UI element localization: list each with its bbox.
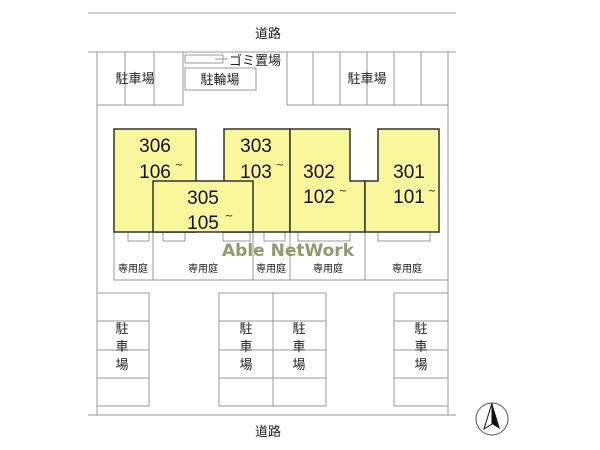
unit-number: 301 <box>393 162 425 183</box>
parking-label-char: 駐 <box>292 322 305 337</box>
garden-label: 専用庭 <box>118 262 148 275</box>
garden-label: 専用庭 <box>392 262 422 275</box>
parking-label-char: 場 <box>239 358 252 373</box>
parking-label-char: 車 <box>115 340 128 355</box>
private-gardens: 専用庭 専用庭 専用庭 専用庭 専用庭 <box>113 232 448 281</box>
range-mark: ~ <box>225 211 233 222</box>
unit-number: 303 <box>240 136 272 157</box>
range-mark: ~ <box>428 186 436 197</box>
parking-label-char: 車 <box>292 340 305 355</box>
garden-label: 専用庭 <box>256 262 286 275</box>
garbage-label: ゴミ置場 <box>229 53 281 69</box>
parking-label-char: 車 <box>414 340 427 355</box>
parking-label-char: 駐 <box>414 322 427 337</box>
parking-bottom-labels: 駐 車 場 駐 車 場 駐 車 場 駐 車 場 <box>115 322 427 373</box>
unit-305-105[interactable] <box>152 180 254 233</box>
parking-bottom-right <box>393 292 448 407</box>
parking-label-char: 駐 <box>239 322 252 337</box>
unit-number: 306 <box>139 136 171 157</box>
unit-number: 305 <box>187 188 219 209</box>
parking-bottom-middle <box>218 292 327 407</box>
bicycle-parking <box>184 67 257 91</box>
garden-label: 専用庭 <box>313 262 343 275</box>
unit-number: 302 <box>303 162 335 183</box>
parking-bottom-left <box>97 292 150 407</box>
unit-number: 101 <box>393 187 425 208</box>
parking-label-char: 場 <box>115 358 128 373</box>
unit-labels: 306 106 303 103 305 105 302 102 301 101 … <box>139 136 436 234</box>
parking-label-char: 車 <box>239 340 252 355</box>
parking-label-char: 駐 <box>115 322 128 337</box>
range-mark: ~ <box>276 160 284 171</box>
north-arrow-icon <box>475 402 509 436</box>
parking-top-left: 駐車場 <box>97 52 184 106</box>
parking-label-char: 場 <box>292 358 305 373</box>
parking-label: 駐車場 <box>347 72 386 87</box>
unit-number: 103 <box>240 162 272 183</box>
garden-label: 専用庭 <box>188 262 218 275</box>
range-mark: ~ <box>175 160 183 171</box>
unit-number: 102 <box>303 187 335 208</box>
unit-number: 106 <box>139 162 171 183</box>
road-label-bottom: 道路 <box>255 424 281 440</box>
unit-number: 105 <box>187 213 219 234</box>
parking-top-right: 駐車場 <box>286 52 448 106</box>
range-mark: ~ <box>339 186 347 197</box>
unit-301-101[interactable] <box>364 128 440 233</box>
bicycle-label: 駐輪場 <box>200 72 239 88</box>
parking-label-char: 場 <box>414 358 427 373</box>
road-label-top: 道路 <box>255 26 281 42</box>
watermark: Able NetWork <box>222 241 355 261</box>
parking-label: 駐車場 <box>115 72 154 87</box>
